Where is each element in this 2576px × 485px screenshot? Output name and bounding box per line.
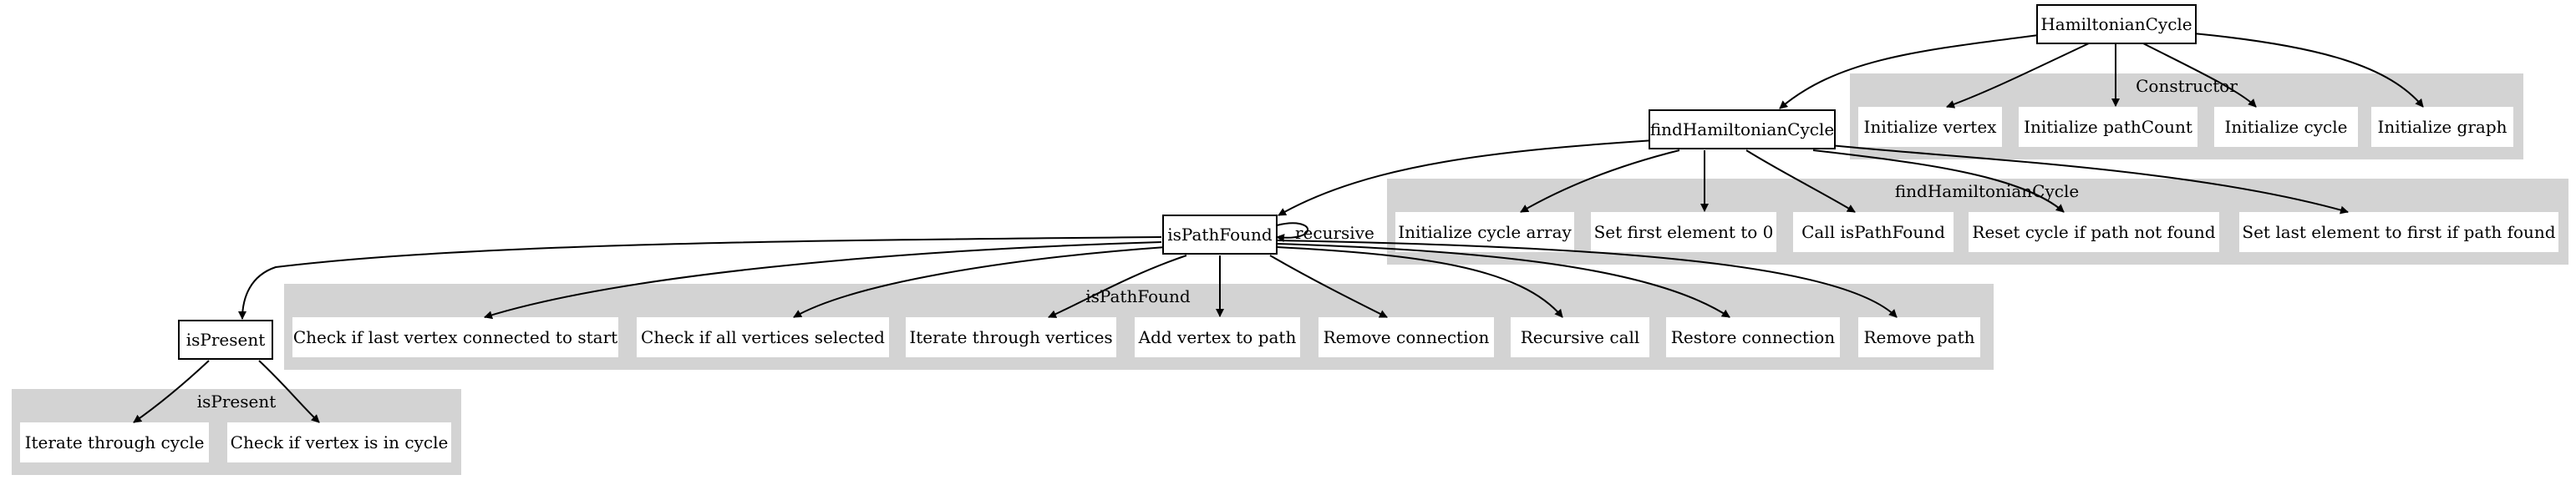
ispath-item-label: Check if last vertex connected to start [293,327,617,347]
edge-ispathfound-to-check-all [793,246,1166,318]
ispath-item-restore-connection[interactable]: Restore connection [1666,317,1840,357]
constructor-item-label: Initialize vertex [1864,117,1998,137]
cluster-label-is-present: isPresent [197,392,277,412]
find-item-label: Initialize cycle array [1398,222,1572,242]
ispath-item-iterate-vertices[interactable]: Iterate through vertices [906,317,1116,357]
node-find-hamiltonian-cycle[interactable]: findHamiltonianCycle [1649,109,1836,149]
find-item-call-ispathfound[interactable]: Call isPathFound [1793,212,1954,252]
node-label-hamiltonian-cycle: HamiltonianCycle [2040,14,2192,34]
ispath-item-remove-path[interactable]: Remove path [1858,317,1980,357]
find-item-label: Reset cycle if path not found [1972,222,2215,242]
edge-ispathfound-to-check-last [484,241,1162,320]
constructor-item-initialize-graph[interactable]: Initialize graph [2371,107,2513,147]
edge-hamiltonian-to-init-graph [2192,33,2424,108]
constructor-item-initialize-cycle[interactable]: Initialize cycle [2214,107,2358,147]
ispresent-item-check-vertex[interactable]: Check if vertex is in cycle [227,422,451,462]
edge-ispathfound-to-restore-connection [1276,243,1730,318]
find-item-label: Set last element to first if path found [2242,222,2555,242]
ispath-item-label: Remove path [1863,327,1974,347]
edge-ispathfound-to-ispresent [238,236,1162,320]
edge-ispathfound-to-iterate [1048,255,1187,318]
ispath-item-label: Restore connection [1671,327,1836,347]
edge-find-to-set-last [1812,143,2349,215]
node-is-path-found[interactable]: isPathFound [1162,215,1278,255]
edge-ispresent-to-iterate-cycle [133,360,210,423]
edge-ispathfound-self-loop [1276,222,1309,242]
constructor-item-initialize-pathcount[interactable]: Initialize pathCount [2019,107,2197,147]
constructor-item-initialize-vertex[interactable]: Initialize vertex [1858,107,2002,147]
node-label-is-present: isPresent [186,330,266,350]
edge-hamiltonian-to-find [1779,34,2040,109]
cluster-constructor: Constructor Initialize vertex Initialize… [1850,73,2523,159]
ispath-item-check-last-vertex[interactable]: Check if last vertex connected to start [292,317,618,357]
edge-ispathfound-to-recursive-call [1276,246,1563,318]
cluster-is-present: isPresent Iterate through cycle Check if… [12,389,461,475]
constructor-item-label: Initialize cycle [2225,117,2348,137]
edge-ispathfound-to-remove-path [1276,240,1898,318]
edge-hamiltonian-to-init-vertex [1946,43,2090,109]
cluster-label-find-hamiltonian-cycle: findHamiltonianCycle [1895,181,2079,201]
constructor-item-label: Initialize graph [2377,117,2507,137]
node-label-is-path-found: isPathFound [1167,225,1273,245]
node-is-present[interactable]: isPresent [178,320,273,360]
ispresent-item-label: Iterate through cycle [25,432,205,452]
node-label-find-hamiltonian-cycle: findHamiltonianCycle [1650,119,1834,139]
find-item-set-first-element[interactable]: Set first element to 0 [1591,212,1776,252]
ispresent-item-label: Check if vertex is in cycle [231,432,449,452]
ispath-item-label: Iterate through vertices [909,327,1112,347]
edge-find-to-ispathfound [1278,139,1655,216]
ispath-item-check-all-vertices[interactable]: Check if all vertices selected [637,317,889,357]
cluster-find-hamiltonian-cycle: findHamiltonianCycle Initialize cycle ar… [1387,179,2568,265]
edge-hamiltonian-to-init-cycle [2142,43,2257,108]
edge-find-to-reset-cycle [1812,149,2065,213]
edge-ispresent-to-check-vertex [258,360,320,423]
ispath-item-label: Recursive call [1521,327,1640,347]
edge-find-to-init-array [1520,149,1680,213]
ispath-item-add-vertex[interactable]: Add vertex to path [1135,317,1300,357]
ispath-item-label: Add vertex to path [1138,327,1297,347]
ispath-item-label: Remove connection [1324,327,1490,347]
find-item-label: Call isPathFound [1801,222,1945,242]
find-item-initialize-cycle-array[interactable]: Initialize cycle array [1395,212,1574,252]
ispath-item-remove-connection[interactable]: Remove connection [1318,317,1494,357]
edge-label-recursive: recursive [1295,223,1374,243]
find-item-reset-cycle[interactable]: Reset cycle if path not found [1969,212,2219,252]
cluster-label-constructor: Constructor [2136,76,2238,96]
edge-ispathfound-to-remove-connection [1269,255,1388,318]
node-hamiltonian-cycle[interactable]: HamiltonianCycle [2036,4,2197,44]
cluster-label-is-path-found: isPathFound [1085,286,1191,306]
cluster-is-path-found: isPathFound Check if last vertex connect… [284,284,1994,370]
find-item-set-last-element[interactable]: Set last element to first if path found [2239,212,2558,252]
edge-find-to-call-ispathfound [1745,149,1856,213]
ispresent-item-iterate-cycle[interactable]: Iterate through cycle [20,422,209,462]
find-item-label: Set first element to 0 [1594,222,1774,242]
ispath-item-label: Check if all vertices selected [641,327,885,347]
ispath-item-recursive-call[interactable]: Recursive call [1511,317,1649,357]
edges [133,33,2424,423]
constructor-item-label: Initialize pathCount [2024,117,2192,137]
